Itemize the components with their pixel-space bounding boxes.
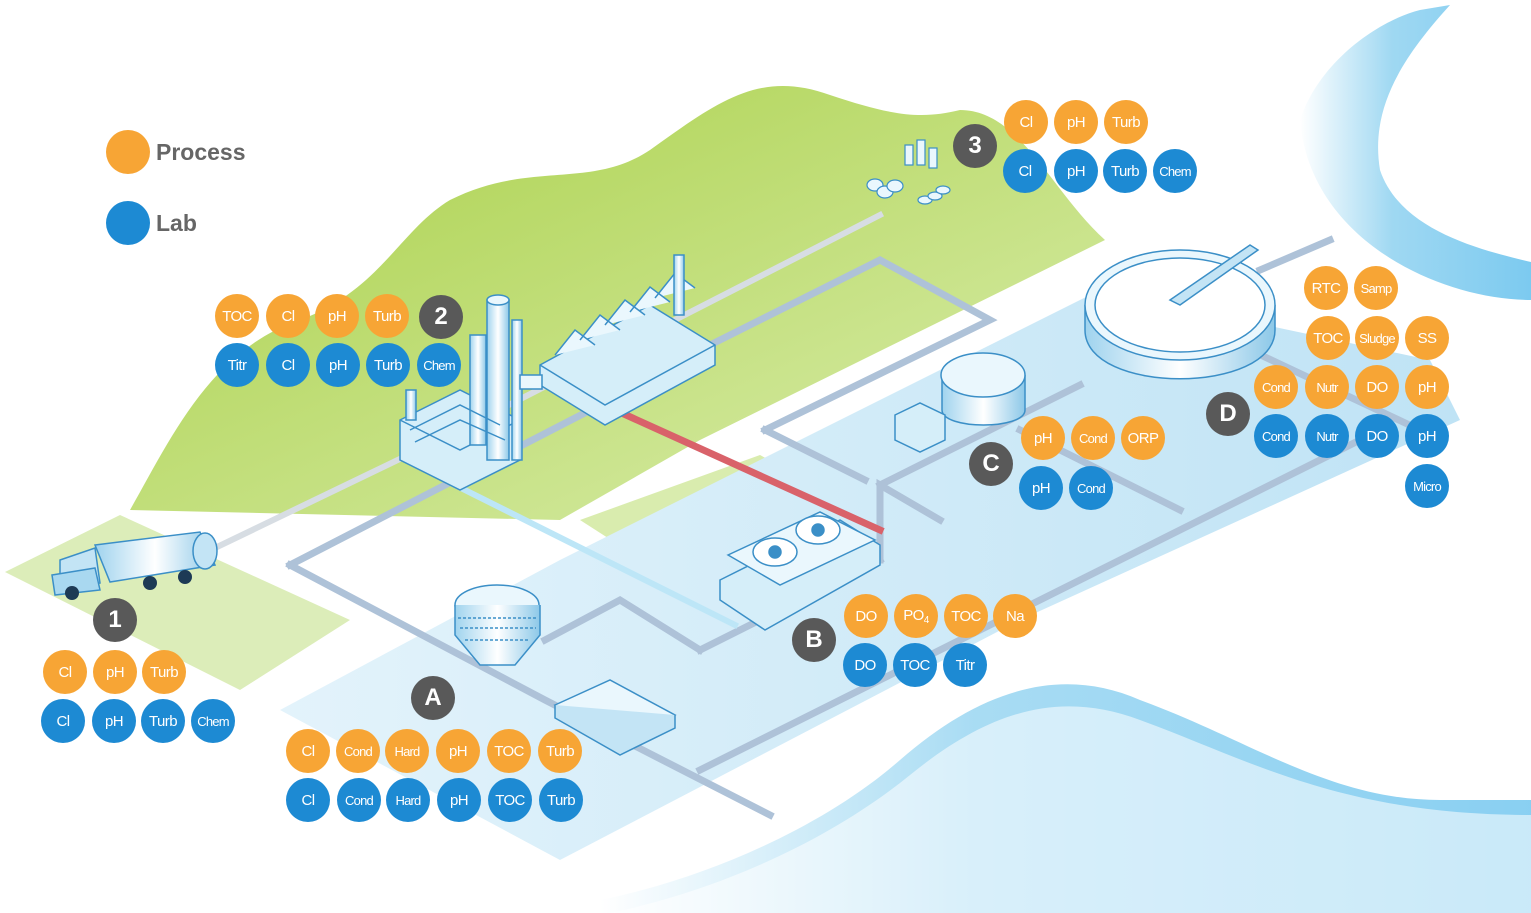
process-param: pH [1405,365,1449,409]
process-param: DO [844,594,888,638]
process-param: TOC [944,594,988,638]
process-param: Cl [43,650,87,694]
process-param: Na [993,594,1037,638]
process-param: pH [315,294,359,338]
factory [519,254,716,426]
green-land [130,86,1105,521]
filter-tank [454,584,541,666]
lab-param: TOC [488,778,532,822]
lab-param: Turb [1103,149,1147,193]
legend-process-label: Process [156,139,246,165]
process-param-po4: PO4 [894,594,938,638]
lab-param: pH [1054,149,1098,193]
lab-param: TOC [893,643,937,687]
process-param: TOC [215,294,259,338]
site-marker-1: 1 [93,598,137,642]
lab-param: Cl [1003,149,1047,193]
process-param: DO [1355,365,1399,409]
process-param: pH [1021,416,1065,460]
lab-param: DO [1355,414,1399,458]
lab-param: Hard [386,778,430,822]
process-param: ORP [1121,416,1165,460]
process-param: Cl [266,294,310,338]
process-param: pH [1054,100,1098,144]
legend-lab-label: Lab [156,210,197,236]
process-param: Cond [1071,416,1115,460]
lab-param: pH [316,343,360,387]
lab-param: Titr [215,343,259,387]
small-clarifier [894,352,1026,453]
refinery [399,294,523,491]
process-param: TOC [487,729,531,773]
lab-param: pH [92,699,136,743]
legend-lab-dot [106,201,150,245]
lab-param: pH [437,778,481,822]
cooling-unit [719,511,881,631]
lab-param: Chem [1153,149,1197,193]
lab-param: Turb [539,778,583,822]
process-param: Cl [286,729,330,773]
site-marker-c: C [969,442,1013,486]
lab-param: Chem [417,343,461,387]
lab-param: Turb [141,699,185,743]
process-param: Turb [142,650,186,694]
process-param: Cond [336,729,380,773]
process-param: Sludge [1355,316,1399,360]
process-param: pH [93,650,137,694]
process-param: Turb [365,294,409,338]
process-param: Cl [1004,100,1048,144]
lab-param: Micro [1405,464,1449,508]
tanker-truck [51,531,218,600]
process-param: Nutr [1305,365,1349,409]
lab-param: Cond [337,778,381,822]
process-param: Turb [1104,100,1148,144]
lab-param: Chem [191,699,235,743]
process-param: Samp [1354,266,1398,310]
lab-param: pH [1019,466,1063,510]
process-param: TOC [1306,316,1350,360]
lab-param: Cond [1069,466,1113,510]
lab-param: DO [843,643,887,687]
process-param: pH [436,729,480,773]
site-marker-a: A [411,676,455,720]
lab-param: Nutr [1305,414,1349,458]
lab-param: Cl [266,343,310,387]
lab-param: Titr [943,643,987,687]
site-marker-b: B [792,618,836,662]
site-marker-3: 3 [953,124,997,168]
process-param: Cond [1254,365,1298,409]
consumer-goods [866,139,951,205]
process-param: SS [1405,316,1449,360]
lab-param: Cl [286,778,330,822]
lab-param: Cl [41,699,85,743]
site-marker-2: 2 [419,295,463,339]
basin [553,679,677,756]
river-top [1300,5,1531,300]
lab-param: Turb [366,343,410,387]
process-param: Hard [385,729,429,773]
legend-process-dot [106,130,150,174]
lab-param: Cond [1254,414,1298,458]
process-param: Turb [538,729,582,773]
large-clarifier [1084,244,1276,380]
process-param: RTC [1304,266,1348,310]
site-marker-d: D [1206,392,1250,436]
lab-param: pH [1405,414,1449,458]
